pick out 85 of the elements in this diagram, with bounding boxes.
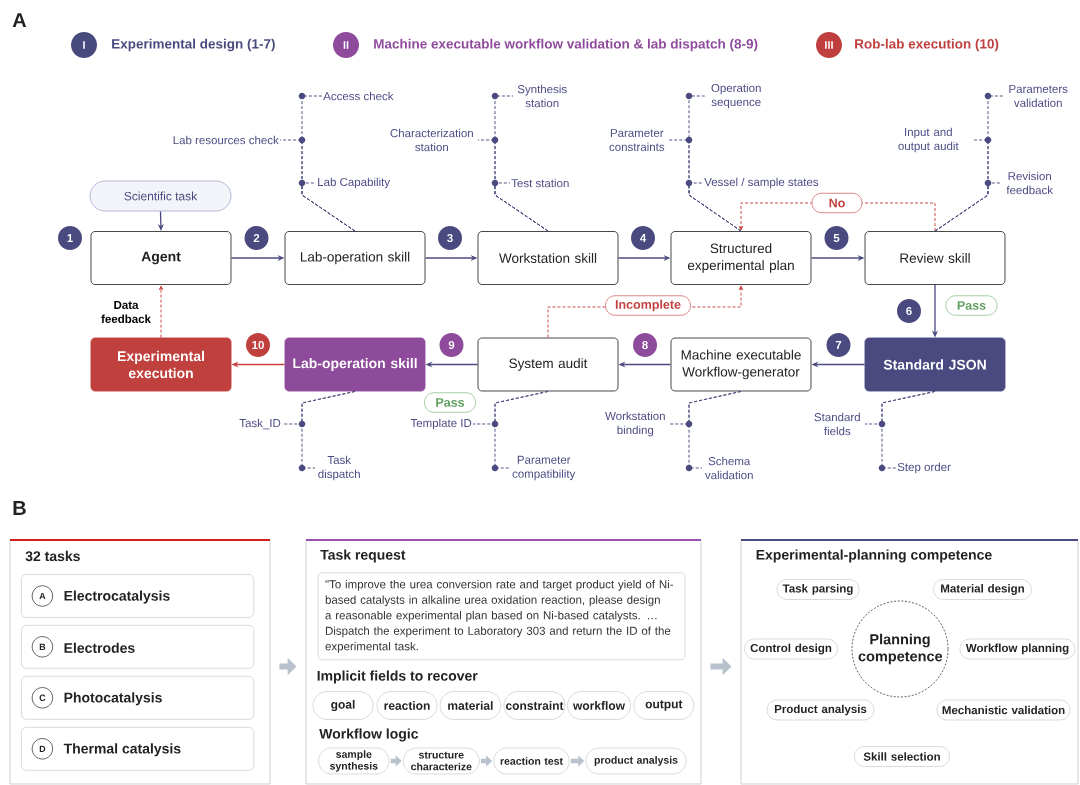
step-badge: 3: [438, 226, 462, 250]
field-chip: constraint: [503, 691, 566, 720]
annotation-text: Synthesis station: [517, 84, 567, 108]
edge-label: Pass: [945, 295, 998, 316]
leader-line: [494, 390, 549, 469]
annotation-text: Lab Capability: [318, 177, 391, 189]
input-pill: Scientific task: [89, 180, 232, 212]
process-box: Lab-operation skill: [284, 337, 426, 392]
skill-pill: Mechanistic validation: [936, 699, 1071, 721]
annotation-text: Schema validation: [704, 456, 753, 480]
field-chip: workflow: [567, 691, 631, 720]
skill-pill: Product analysis: [766, 699, 875, 721]
leader-line: [301, 182, 356, 232]
skill-pill: Skill selection: [854, 746, 950, 767]
skill-pill: Task parsing: [776, 579, 860, 600]
step-badge: 10: [246, 333, 270, 357]
annotation-text: Access check: [323, 91, 394, 101]
field-chip: output: [633, 691, 695, 720]
annotation-text: Template ID: [410, 418, 472, 430]
letter-badge: A: [31, 585, 53, 607]
edge-label: Incomplete: [605, 295, 691, 316]
annotation-text: Step order: [897, 462, 951, 474]
annotation-text: Lab resources check: [173, 135, 279, 145]
step-badge: 2: [244, 226, 269, 250]
annotation-text: Task dispatch: [318, 455, 360, 481]
annotation-text: Operation sequence: [711, 83, 761, 109]
skill-pill: Material design: [933, 579, 1032, 600]
letter-badge: C: [31, 687, 53, 709]
skill-pill: Control design: [744, 638, 838, 660]
field-chip: reaction: [376, 691, 438, 720]
process-box: Workstation skill: [477, 231, 619, 285]
process-box: Standard JSON: [864, 337, 1006, 392]
process-box: Experimental execution: [90, 337, 232, 392]
legend-text: Machine executable workflow validation & lab dispatch (8-9): [374, 38, 758, 52]
leader-line: [934, 182, 1003, 232]
letter-badge: B: [31, 636, 53, 658]
step-badge: 1: [58, 226, 82, 250]
legend-text: Rob-lab execution (10): [855, 38, 999, 52]
step-badge: 9: [439, 333, 464, 357]
phase-numeral: III: [825, 41, 833, 49]
step-chip: sample synthesis: [318, 747, 390, 775]
letter-badge: D: [31, 738, 53, 760]
field-chip: goal: [312, 691, 374, 720]
step-badge: 6: [897, 299, 921, 323]
process-box: Review skill: [864, 231, 1006, 285]
leader-line: [688, 390, 742, 469]
annotation-text: Characterization station: [390, 128, 473, 152]
annotation-text: Task_ID: [239, 418, 281, 430]
annotation-text: Input and output audit: [898, 127, 959, 153]
annotation-text: Parameter constraints: [609, 129, 665, 151]
annotation-text: Standard fields: [814, 412, 860, 436]
leader-line: [688, 182, 742, 232]
edge-label: No: [811, 192, 863, 214]
edge-label: Pass: [424, 392, 476, 413]
process-box: System audit: [477, 337, 619, 392]
quote-box: "To improve the urea conversion rate and target product yield of Ni-based catalysts in alkaline urea oxidation reaction, please design a reasonable experimental plan based on Ni-based catalysts. … Dispatch the experiment to Laboratory 303 and return the ID of the experimental task.: [317, 572, 686, 661]
phase-numeral: I: [83, 41, 85, 49]
edge-label: Data feedback: [96, 300, 156, 324]
step-badge: 7: [826, 333, 851, 357]
dashed-arrow: [158, 285, 164, 339]
step-chip: structure characterize: [402, 747, 480, 775]
skill-pill: Workflow planning: [959, 638, 1076, 660]
process-box: Machine executable Workflow-generator: [670, 337, 812, 392]
step-chip: product analysis: [585, 747, 687, 775]
process-box: Agent: [90, 231, 232, 285]
leader-line: [881, 390, 936, 469]
annotation-text: Vessel / sample states: [704, 177, 819, 189]
legend-text: Experimental design (1-7): [112, 38, 275, 52]
panel-letter: B: [13, 501, 26, 515]
annotation-text: Workstation binding: [605, 411, 665, 437]
process-box: Lab-operation skill: [284, 231, 426, 285]
field-chip: material: [439, 691, 502, 720]
annotation-text: Parameter compatibility: [512, 455, 576, 481]
annotation-text: Revision feedback: [1006, 171, 1054, 195]
annotation-text: Parameters validation: [1009, 85, 1068, 107]
step-badge: 5: [824, 226, 849, 250]
leader-line: [494, 182, 549, 232]
process-box: Structured experimental plan: [670, 231, 812, 285]
phase-numeral: II: [343, 41, 349, 49]
step-badge: 8: [633, 333, 657, 357]
leader-line: [301, 390, 356, 469]
step-badge: 4: [631, 226, 655, 250]
annotation-text: Test station: [511, 178, 569, 188]
panel-letter: A: [12, 13, 27, 27]
step-chip: reaction test: [493, 747, 570, 775]
